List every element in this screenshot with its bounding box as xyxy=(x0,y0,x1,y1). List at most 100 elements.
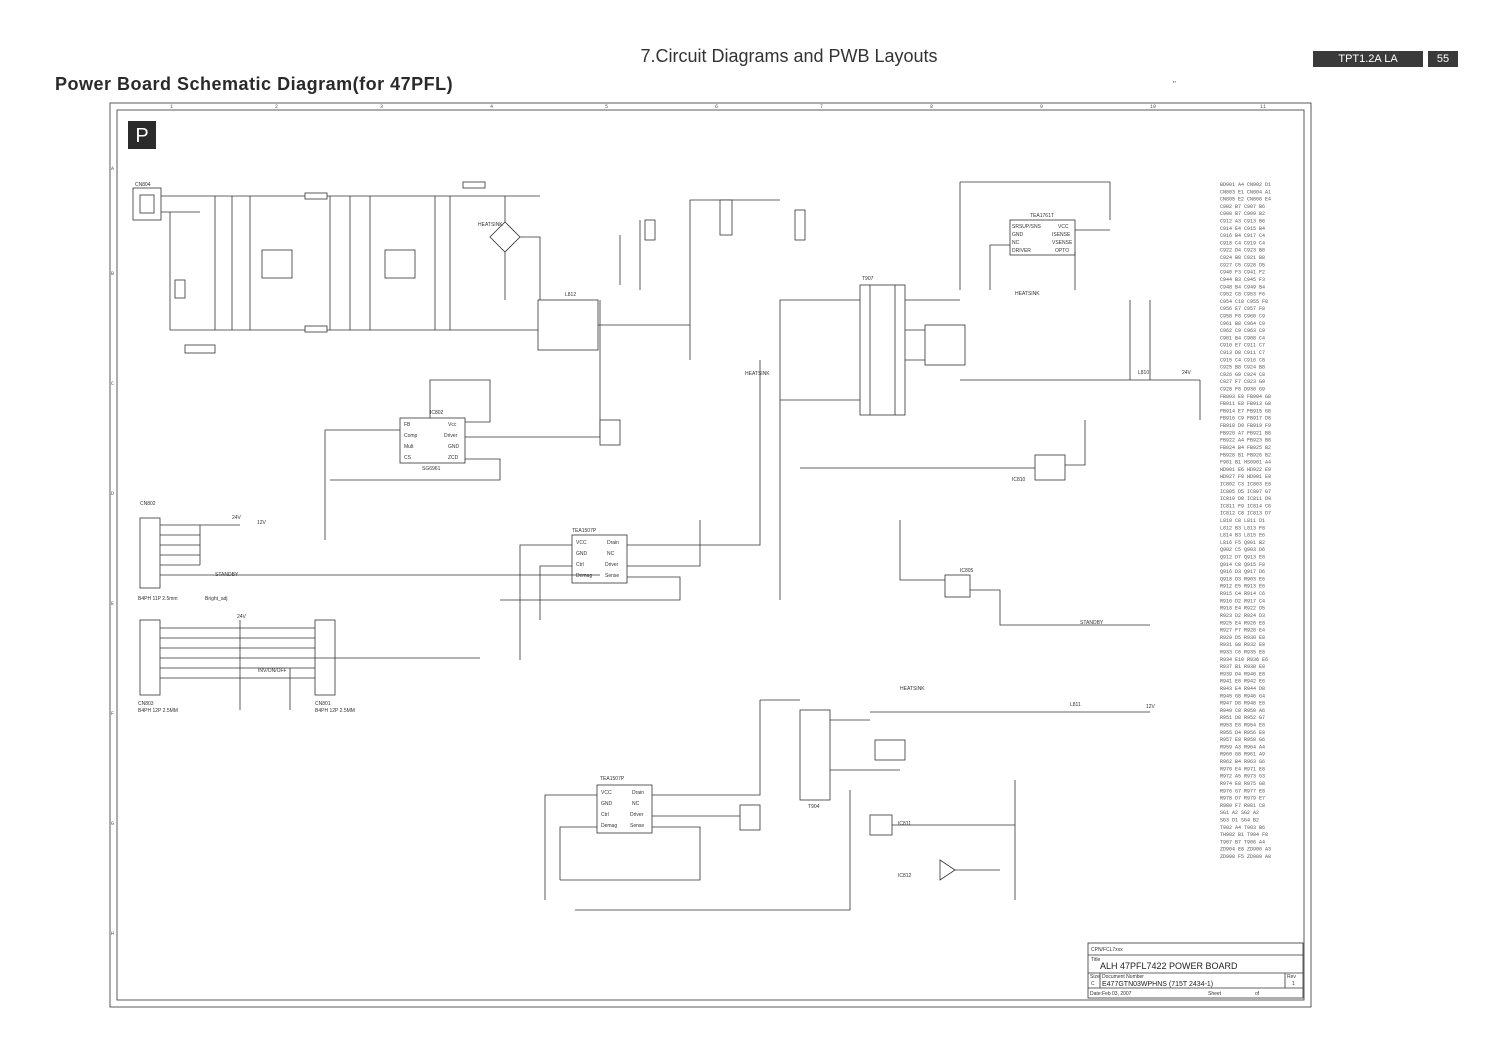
parts-list-row: L812 B3 L813 F8 xyxy=(1220,525,1265,531)
ic807-pin: Driver xyxy=(630,812,644,818)
heatsink-label-3: HEATSINK xyxy=(745,371,770,377)
title-block-title: ALH 47PFL7422 POWER BOARD xyxy=(1100,961,1238,971)
ic802-pin: ZCD xyxy=(448,455,459,461)
parts-list-row: Q918 D3 R903 E6 xyxy=(1220,576,1265,582)
section-title: 7.Circuit Diagrams and PWB Layouts xyxy=(640,46,938,66)
parts-list-row: R947 D8 R948 E8 xyxy=(1220,701,1265,707)
t904-core xyxy=(799,709,831,801)
ic803-part: TEA1507P xyxy=(572,528,597,534)
title-block-date: Feb 03, 2007 xyxy=(1102,991,1132,997)
bright-label: Bright_adj xyxy=(205,596,228,602)
bead-fb924 xyxy=(304,192,328,200)
parts-list-row: FB803 E8 FB904 G8 xyxy=(1220,394,1271,400)
parts-list-row: BD901 A4 CN902 D1 xyxy=(1220,182,1271,188)
parts-list-row: SG3 D1 SG4 B2 xyxy=(1220,818,1259,824)
parts-list-row: IC810 D8 IC811 D9 xyxy=(1220,496,1271,502)
title-block-sheet-label: Sheet xyxy=(1208,991,1222,997)
ac-line-wires xyxy=(161,195,540,331)
ic814-part: TEA1761T xyxy=(1030,213,1054,219)
parts-list-row: C916 B4 C917 C4 xyxy=(1220,233,1265,239)
parts-list-row: IC805 D5 IC807 G7 xyxy=(1220,489,1271,495)
col-label: 6 xyxy=(715,104,718,110)
parts-list-row: R929 D5 R930 E8 xyxy=(1220,635,1265,641)
rectifier-block-2 xyxy=(874,739,906,761)
parts-list-row: R941 E8 R942 E6 xyxy=(1220,679,1265,685)
ic812-label: IC812 xyxy=(898,873,912,879)
parts-list-row: C925 B8 C924 B8 xyxy=(1220,365,1265,371)
parts-list-row: R916 D2 R917 C4 xyxy=(1220,598,1265,604)
parts-list-row: R953 E8 R954 E8 xyxy=(1220,723,1265,729)
title-block-title-label: Title xyxy=(1091,957,1100,963)
parts-list-row: R945 G8 R946 G4 xyxy=(1220,693,1265,699)
parts-list-row: C961 B8 C964 C9 xyxy=(1220,321,1265,327)
parts-list-row: FB924 B4 FB925 B2 xyxy=(1220,445,1271,451)
thermistor-block xyxy=(184,344,216,354)
parts-list-row: C902 B7 C907 B6 xyxy=(1220,204,1265,210)
row-label: D xyxy=(111,491,114,497)
parts-list-row: C956 E7 C957 F8 xyxy=(1220,306,1265,312)
parts-list-row: F901 B1 HS0901 A4 xyxy=(1220,460,1271,466)
parts-list-row: L810 C8 L811 D1 xyxy=(1220,518,1265,524)
ic814-pin: VCC xyxy=(1058,224,1069,230)
ic814-pin: DRIVER xyxy=(1012,248,1031,254)
parts-list-row: HD901 E6 HD922 E9 xyxy=(1220,467,1271,473)
ic802-pin: FB xyxy=(404,422,411,428)
parts-list-row: R974 E8 R975 G8 xyxy=(1220,781,1265,787)
parts-list-row: R955 D4 R956 E8 xyxy=(1220,730,1265,736)
parts-list-row: R933 C6 R935 E8 xyxy=(1220,650,1265,656)
ic802-pin: Vcc xyxy=(448,422,457,428)
parts-list-row: R959 A3 R964 A4 xyxy=(1220,744,1265,750)
l814-label: L812 xyxy=(565,292,576,298)
cn802-body xyxy=(139,517,161,589)
snubber-cap xyxy=(794,209,806,241)
parts-list-row: R978 D7 R979 E7 xyxy=(1220,796,1265,802)
parts-list-row: R918 E4 R922 D5 xyxy=(1220,606,1265,612)
parts-list-row: IC811 F9 IC814 C6 xyxy=(1220,503,1271,509)
heatsink-label-4: HEATSINK xyxy=(900,686,925,692)
onoff-label: INV/ON/OFF xyxy=(258,668,287,674)
ic807-pin: VCC xyxy=(601,790,612,796)
parts-list-row: C954 C10 C955 F8 xyxy=(1220,299,1268,305)
ic803-pin: Demag xyxy=(576,573,592,579)
parts-list-row: R951 D8 R952 G7 xyxy=(1220,715,1265,721)
parts-list-row: R925 E4 R926 E8 xyxy=(1220,620,1265,626)
t904-label: T904 xyxy=(808,804,820,810)
t907-windings xyxy=(869,285,896,415)
parts-list-row: R912 E5 R913 E6 xyxy=(1220,584,1265,590)
title-block-of-label: of xyxy=(1255,991,1260,997)
parts-list-row: C940 F3 C941 F2 xyxy=(1220,270,1265,276)
ic803-pin: NC xyxy=(607,551,615,557)
parts-list-row: FB914 E7 FB915 G8 xyxy=(1220,408,1271,414)
parts-list-row: FB911 E8 FB913 G8 xyxy=(1220,401,1271,407)
parts-list-row: R939 D4 R940 E8 xyxy=(1220,671,1265,677)
column-ruler: 1 2 3 4 5 6 7 8 9 10 11 xyxy=(170,104,1266,110)
parts-list-row: Q914 C8 Q915 F8 xyxy=(1220,562,1265,568)
parts-list-row: R957 E8 R958 G6 xyxy=(1220,737,1265,743)
pfc-resistor xyxy=(644,219,656,241)
row-label: B xyxy=(111,271,114,277)
parts-list-row: CN805 E2 CN806 E4 xyxy=(1220,197,1271,203)
title-block-docnum: E477GTN03WPHNS (715T 2434-1) xyxy=(1102,981,1213,988)
l810-label: L810 xyxy=(1138,370,1149,376)
ic810-label: IC810 xyxy=(1012,477,1026,483)
parts-list-row: ZD904 E8 ZD906 A3 xyxy=(1220,847,1271,853)
page-title: Power Board Schematic Diagram(for 47PFL) xyxy=(55,74,454,94)
ic803-pin: VCC xyxy=(576,540,587,546)
parts-list-row: C927 F7 C923 G9 xyxy=(1220,379,1265,385)
model-badge: TPT1.2A LA xyxy=(1313,51,1423,67)
parts-list-row: R923 D2 R924 D3 xyxy=(1220,613,1265,619)
title-block: CPN/FCL7xxx Title ALH 47PFL7422 POWER BO… xyxy=(1087,942,1304,999)
row-label: C xyxy=(111,381,114,387)
page-number: 55 xyxy=(1428,51,1458,67)
pfc-inductor-l814 xyxy=(537,299,599,351)
ic811-ic812-region: IC811 IC812 xyxy=(869,780,1016,900)
ic807-pin: GND xyxy=(601,801,613,807)
row-label: F xyxy=(111,711,114,717)
title-block-size-label: Size xyxy=(1090,974,1100,980)
cn803-wires xyxy=(160,620,480,710)
optocoupler-ic805 xyxy=(944,574,971,598)
ic807-block: TEA1507P VCC GND Ctrl Demag Drain NC Dri… xyxy=(544,700,851,911)
cn804-body xyxy=(314,619,336,696)
title-block-rev: 1 xyxy=(1292,981,1295,987)
ic803-pin: GND xyxy=(576,551,588,557)
